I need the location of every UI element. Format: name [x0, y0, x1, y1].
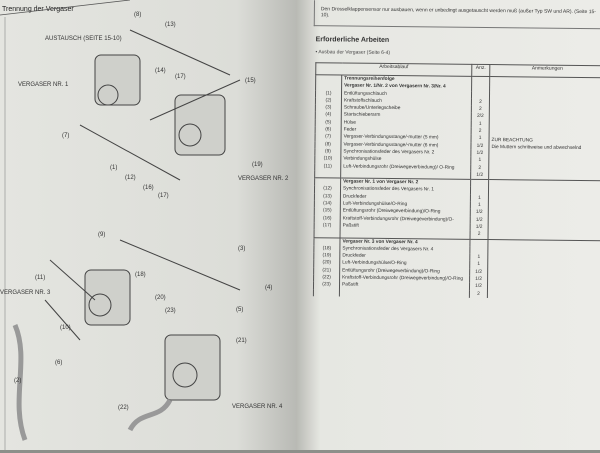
work-steps-table: Arbeitsablauf Anz. Anmerkungen Trennungs… [313, 62, 600, 299]
label-8: (8) [134, 12, 142, 18]
remark-cell [487, 239, 600, 292]
label-16: (16) [143, 185, 154, 191]
row-qty: 2 [469, 290, 488, 298]
bullet-text: Ausbau der Vergaser (Seite 6-4) [318, 49, 391, 56]
section-heading: Erforderliche Arbeiten [315, 36, 390, 44]
remark-cell [488, 179, 600, 233]
bullet-item: • Ausbau der Vergaser (Seite 6-4) [315, 49, 391, 56]
label-18: (18) [135, 272, 146, 278]
label-21: (21) [236, 338, 247, 344]
label-9: (9) [98, 232, 106, 238]
label-17a: (17) [175, 74, 186, 80]
label-5: (5) [236, 307, 244, 313]
row-description [339, 289, 470, 298]
label-4: (4) [265, 285, 273, 291]
qty [470, 179, 489, 188]
label-12: (12) [125, 175, 136, 181]
row-number [313, 288, 340, 297]
label-22: (22) [118, 405, 129, 411]
label-vergaser-1: VERGASER NR. 1 [18, 82, 69, 88]
label-11: (11) [35, 275, 46, 281]
row-number [315, 74, 342, 91]
label-vergaser-2: VERGASER NR. 2 [238, 176, 289, 182]
label-1: (1) [110, 165, 118, 171]
label-6: (6) [55, 360, 63, 366]
exploded-carburetor-diagram [0, 0, 241, 450]
row-description: Luft-Verbindungsrohr (Dreiwegeverbindung… [340, 163, 471, 172]
row-qty: 1/2 [470, 171, 489, 180]
right-page: Den Drosselklappensensor nur ausbauen, w… [296, 0, 600, 450]
label-15: (15) [245, 78, 256, 84]
label-7: (7) [62, 133, 70, 139]
note-box: Den Drosselklappensensor nur ausbauen, w… [313, 0, 600, 30]
label-17b: (17) [158, 193, 169, 199]
left-page: Trennung der Vergaser AUSTAUSCH (SEITE 1… [0, 0, 296, 450]
label-10: (10) [60, 325, 71, 331]
label-austausch: AUSTAUSCH (SEITE 15-10) [45, 36, 122, 42]
label-2: (2) [14, 378, 22, 384]
qty [469, 238, 489, 247]
remark-text: Die Muttern schrittweise und abwechselnd [491, 145, 582, 152]
section-title: Trennung der Vergaser [2, 6, 74, 13]
col-header-anz: Anz. [471, 64, 490, 77]
label-3: (3) [238, 246, 246, 252]
label-19: (19) [252, 162, 263, 168]
label-vergaser-4: VERGASER NR. 4 [232, 404, 283, 410]
label-13: (13) [165, 22, 176, 28]
label-23: (23) [165, 308, 176, 314]
label-vergaser-3: VERGASER NR. 3 [0, 290, 51, 296]
row-qty: 2 [470, 231, 489, 240]
label-14: (14) [155, 68, 166, 74]
row-description: Kraftstoff-Verbindungsrohr (Dreiwegeverb… [340, 215, 471, 224]
qty [471, 76, 490, 92]
label-20: (20) [155, 295, 166, 301]
